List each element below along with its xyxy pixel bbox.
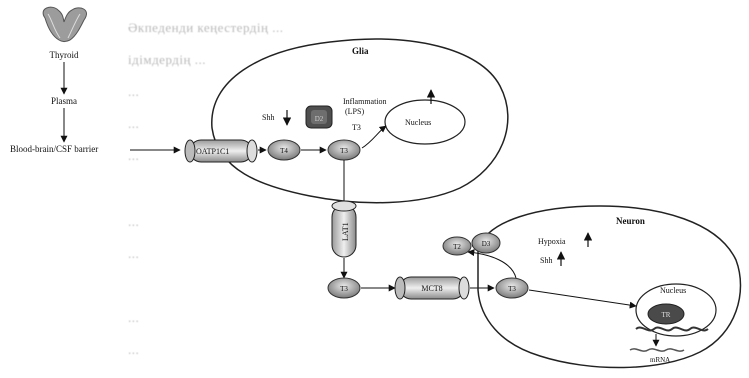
plasma-label: Plasma [51,96,77,106]
thyroid-gland-icon [43,7,86,41]
mrna-strand [630,349,684,351]
barrier-label: Blood-brain/CSF barrier [10,144,98,154]
shh-glia-label: Shh [262,113,274,122]
mct8-label: MCT8 [421,284,442,293]
t4-glia-label: T4 [280,147,288,155]
glia-nucleus-label: Nucleus [405,118,431,127]
glia-cell-membrane [212,39,508,203]
t3-glia-label: T3 [340,147,348,155]
t3-to-nucleus-arrow [362,126,386,148]
t3-extracellular-label: T3 [340,285,348,293]
glia-label: Glia [352,46,369,56]
t3-neuron-label: T3 [508,285,516,293]
mrna-label: mRNA [650,356,670,364]
lat1-label: LAT1 [341,222,350,241]
neuron-label: Neuron [616,216,645,226]
t3-to-d3-arrow [468,252,516,278]
t3-to-neuron-nucleus-arrow [529,290,636,306]
thyroid-label: Thyroid [50,50,79,60]
d2-label: D2 [315,115,324,123]
hypoxia-label: Hypoxia [538,237,566,246]
tr-label: TR [662,311,671,319]
lps-label: (LPS) [345,107,364,116]
shh-neuron-label: Shh [540,256,552,265]
oatp1c1-label: OATP1C1 [196,147,229,156]
neuron-nucleus-label: Nucleus [660,286,686,295]
inflammation-label: Inflammation [343,97,387,106]
d3-label: D3 [482,240,491,248]
t3-glia-top-label: T3 [352,123,361,132]
t2-label: T2 [453,243,461,251]
